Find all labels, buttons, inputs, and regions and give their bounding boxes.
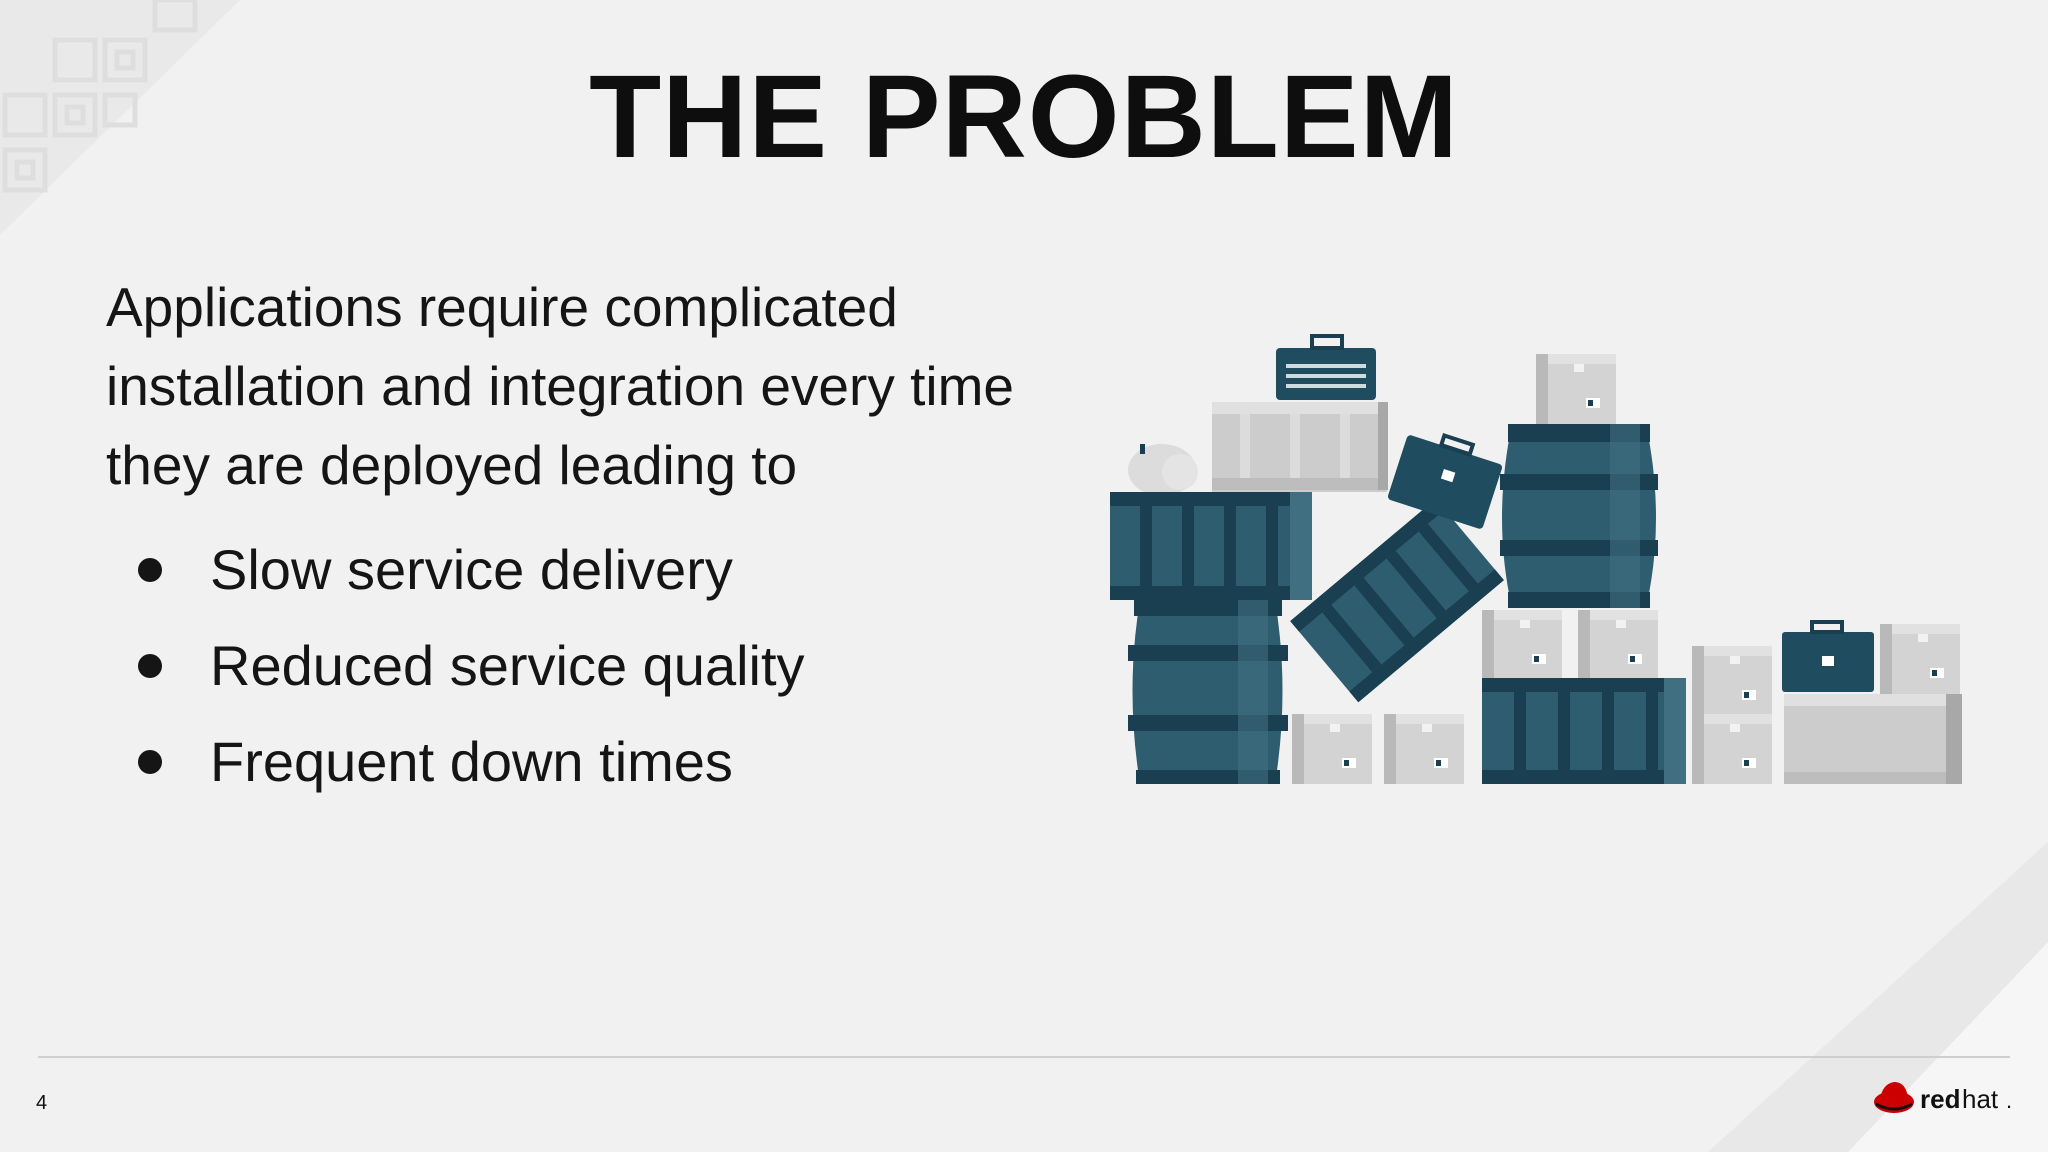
crate-shape: [1212, 402, 1388, 492]
barrel-shape: [1500, 424, 1658, 608]
sack-shape: [1128, 444, 1198, 496]
toolbox-shape: [1276, 334, 1376, 400]
footer-divider: [38, 1056, 2010, 1058]
cargo-pile-illustration: [1110, 334, 1962, 784]
intro-paragraph: Applications require complicated install…: [106, 268, 1106, 505]
barrel-shape: [1290, 498, 1504, 703]
briefcase-shape: [1782, 620, 1874, 692]
box-shape: [1692, 646, 1772, 716]
barrel-shape: [1482, 678, 1686, 784]
logo-text-light: hat: [1962, 1084, 1999, 1114]
page-number: 4: [36, 1092, 48, 1114]
intro-line: installation and integration every time: [106, 355, 1015, 417]
barrel-shape: [1110, 492, 1312, 600]
bullet-text: Slow service delivery: [210, 538, 733, 601]
box-shape: [1578, 610, 1658, 680]
logo-text-bold: red: [1920, 1084, 1960, 1114]
slide-title: THE PROBLEM: [589, 51, 1459, 183]
background-pattern-decoration: [0, 0, 240, 235]
intro-line: they are deployed leading to: [106, 434, 798, 496]
box-shape: [1384, 714, 1464, 784]
box-shape: [1536, 354, 1616, 424]
box-shape: [1880, 624, 1960, 694]
bullet-text: Reduced service quality: [210, 634, 805, 697]
crate-shape: [1784, 694, 1962, 784]
box-shape: [1292, 714, 1372, 784]
logo-text-mark: .: [2006, 1088, 2012, 1113]
briefcase-shape: [1387, 432, 1503, 529]
box-shape: [1692, 714, 1772, 784]
bullet-icon: [138, 750, 162, 774]
bullet-icon: [138, 558, 162, 582]
redhat-logo-icon: red hat .: [1874, 1082, 2012, 1114]
barrel-shape: [1128, 600, 1288, 784]
box-shape: [1482, 610, 1562, 680]
intro-line: Applications require complicated: [106, 276, 898, 338]
bullet-text: Frequent down times: [210, 730, 733, 793]
bullet-icon: [138, 654, 162, 678]
